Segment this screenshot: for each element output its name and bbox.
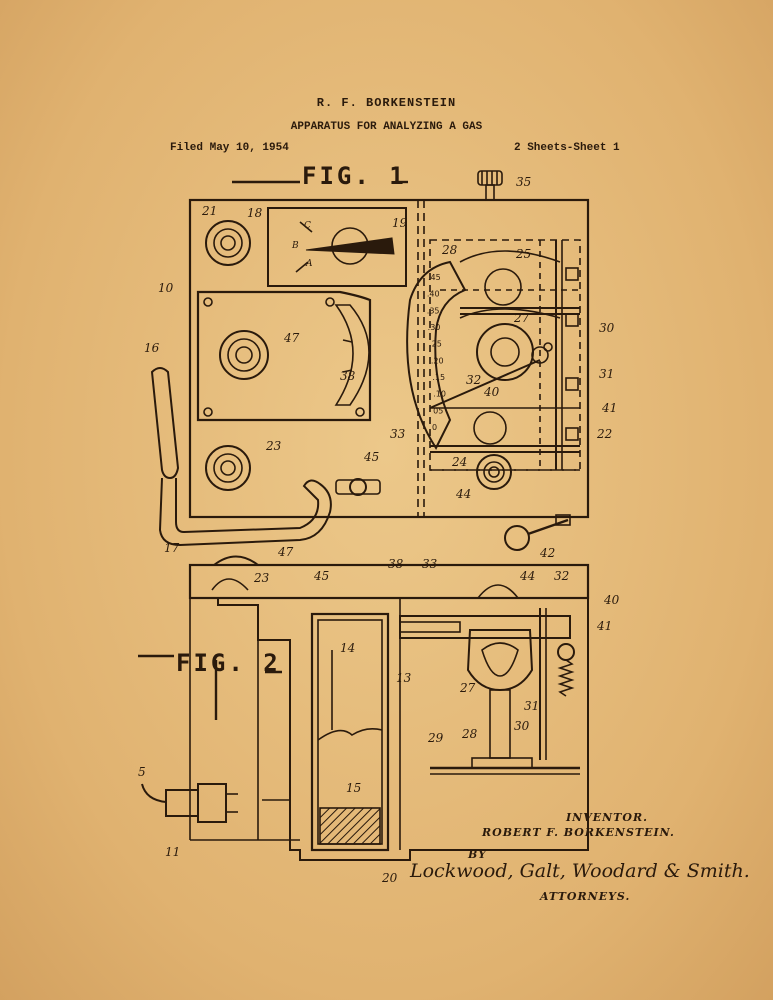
dial-letter-b: B xyxy=(291,241,299,251)
ref-numeral-fig1-44: 44 xyxy=(455,487,471,501)
ref-numeral-fig1-45: 45 xyxy=(363,450,379,464)
scale-number: .10 xyxy=(433,390,446,399)
attorneys-label: ATTORNEYS. xyxy=(540,890,631,903)
ref-numeral-fig2-13: 13 xyxy=(396,671,412,685)
ref-numeral-fig1-30: 30 xyxy=(599,321,615,335)
knob-35 xyxy=(477,170,503,201)
ref-numeral-fig1-23: 23 xyxy=(265,439,282,453)
by-label: BY xyxy=(468,848,487,861)
ref-numeral-fig2-41: 41 xyxy=(596,619,612,633)
fig1-label: FIG. 1 xyxy=(302,162,407,190)
scale-numbers: 0 05 .10 .15 .20 .25 .30 .35 .40 .45 xyxy=(427,273,446,432)
ref-numeral-fig2-20: 20 xyxy=(381,871,398,885)
scale-number: .25 xyxy=(429,340,442,349)
scale-number: 0 xyxy=(432,423,437,432)
ref-numeral-fig2-29: 29 xyxy=(427,731,444,745)
ref-numeral-fig1-24: 24 xyxy=(451,455,467,469)
ref-numeral-fig1-17: 17 xyxy=(164,541,180,555)
ref-numeral-fig2-44: 44 xyxy=(519,569,535,583)
ref-numeral-fig2-28: 28 xyxy=(461,727,478,741)
ref-numeral-fig1-19: 19 xyxy=(392,216,408,230)
ref-numeral-fig2-14: 14 xyxy=(340,641,355,655)
ref-numeral-fig1-28: 28 xyxy=(441,243,458,257)
ref-numeral-fig2-11: 11 xyxy=(165,845,180,859)
dial-letter-a: A xyxy=(305,259,313,269)
ref-numeral-fig1-32: 32 xyxy=(466,373,481,387)
mouthpiece-hose xyxy=(150,367,332,547)
ref-numeral-fig2-31: 31 xyxy=(524,699,539,713)
scale-number: 05 xyxy=(433,406,443,415)
ref-numeral-fig1-10: 10 xyxy=(158,281,174,295)
fig2-label: FIG. 2 xyxy=(176,649,281,677)
ref-numeral-fig1-38: 38 xyxy=(340,369,356,383)
knob-23 xyxy=(205,445,251,491)
ref-numeral-fig2-40: 40 xyxy=(603,593,620,607)
inventor-name: R. F. BORKENSTEIN xyxy=(316,96,457,110)
ref-numeral-fig1-31: 31 xyxy=(599,367,614,381)
ref-numeral-fig1-40: 40 xyxy=(483,385,500,399)
ref-numeral-fig1-33: 33 xyxy=(390,427,406,441)
photocell-assembly xyxy=(399,608,580,775)
ref-numeral-fig2-47: 47 xyxy=(277,545,294,559)
switch-45 xyxy=(335,478,381,496)
ref-numeral-fig2-45: 45 xyxy=(313,569,329,583)
sheet-count: 2 Sheets-Sheet 1 xyxy=(514,142,620,154)
ref-numeral-fig1-35: 35 xyxy=(516,175,531,189)
ref-numeral-fig1-25: 25 xyxy=(515,247,531,261)
ref-numeral-fig1-47: 47 xyxy=(283,331,300,345)
fig1-housing xyxy=(188,198,590,519)
arc-scale-33 xyxy=(406,260,467,451)
ref-numeral-fig1-27: 27 xyxy=(513,311,530,325)
lever-42 xyxy=(504,514,571,551)
selector-plate-18 xyxy=(267,207,407,287)
ref-numeral-fig1-42: 42 xyxy=(539,546,555,560)
filed-date: Filed May 10, 1954 xyxy=(170,142,289,154)
knob-44 xyxy=(476,454,512,490)
plug-5 xyxy=(141,783,238,823)
ref-numeral-fig1-18: 18 xyxy=(247,206,263,220)
dial-letter-c: C xyxy=(304,221,311,231)
patent-title: APPARATUS FOR ANALYZING A GAS xyxy=(290,121,483,133)
scale-number: .35 xyxy=(427,306,440,315)
ref-numeral-fig1-21: 21 xyxy=(201,204,217,218)
meter-panel xyxy=(196,290,372,422)
scale-number: .30 xyxy=(428,323,441,332)
scale-number: .20 xyxy=(431,356,444,365)
ref-numeral-fig2-30: 30 xyxy=(514,719,530,733)
ref-numeral-fig1-22: 22 xyxy=(596,427,612,441)
gas-tube-13 xyxy=(310,612,390,852)
attorney-signature: Lockwood, Galt, Woodard & Smith. xyxy=(410,860,750,882)
ref-numeral-fig2-15: 15 xyxy=(346,781,361,795)
ref-numeral-fig2-32: 32 xyxy=(554,569,569,583)
inventor-label: INVENTOR. xyxy=(566,811,648,824)
ref-numeral-fig2-5: 5 xyxy=(138,765,146,779)
ref-numeral-fig2-38: 38 xyxy=(388,557,404,571)
fig2-leader-lines xyxy=(138,654,282,720)
fig2-housing xyxy=(188,555,590,861)
ref-numeral-fig1-16: 16 xyxy=(144,341,160,355)
ref-numeral-fig2-23: 23 xyxy=(253,571,270,585)
scale-number: .45 xyxy=(428,273,441,282)
ref-numeral-fig2-27: 27 xyxy=(459,681,476,695)
scale-number: .15 xyxy=(432,373,445,382)
mechanism xyxy=(429,240,580,470)
knob-21 xyxy=(205,220,251,266)
inventor-full-name: ROBERT F. BORKENSTEIN. xyxy=(482,826,675,839)
ref-numeral-fig1-41: 41 xyxy=(601,401,617,415)
ref-numeral-fig2-33: 33 xyxy=(422,557,438,571)
scale-number: .40 xyxy=(427,290,440,299)
